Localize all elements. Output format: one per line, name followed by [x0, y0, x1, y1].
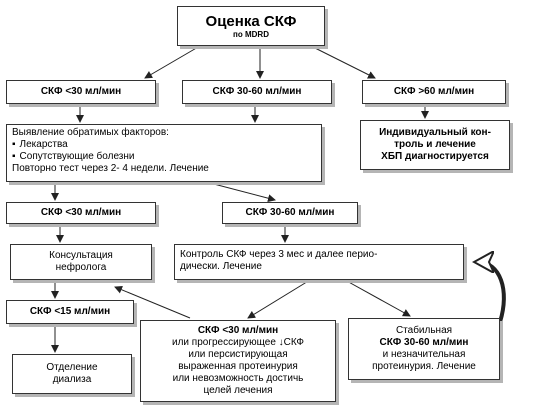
progressive-decline-box: СКФ <30 мл/мин или прогрессирующее ↓СКФ …	[140, 320, 336, 402]
title-main: Оценка СКФ	[205, 12, 297, 30]
gfr-lt30-box-level2: СКФ <30 мл/мин	[6, 202, 156, 224]
progressive-line: целей лечения	[203, 385, 273, 396]
progressive-line: выраженная протеинурия	[178, 361, 298, 372]
control-line: Контроль СКФ через 3 мес и далее перио-	[180, 249, 378, 260]
gfr-control-box: Контроль СКФ через 3 мес и далее перио- …	[174, 244, 464, 280]
gfr-30-60-box-level2: СКФ 30-60 мл/мин	[222, 202, 358, 224]
gfr-lt15-box: СКФ <15 мл/мин	[6, 300, 134, 324]
stable-line4: протеинурия. Лечение	[372, 361, 476, 372]
reversible-footer: Повторно тест через 2- 4 недели. Лечение	[12, 163, 209, 174]
arrow-control-to-stable	[344, 279, 411, 317]
title-sub: по MDRD	[233, 29, 269, 39]
consult-line: нефролога	[55, 262, 107, 273]
gfr-lt15-label: СКФ <15 мл/мин	[29, 306, 111, 317]
title-box: Оценка СКФ по MDRD	[177, 6, 325, 46]
stable-gfr-box: Стабильная СКФ 30-60 мл/мин и незначител…	[348, 318, 500, 380]
individual-control-box: Индивидуальный кон- троль и лечение ХБП …	[360, 120, 510, 170]
dialysis-box: Отделение диализа	[12, 354, 132, 394]
gfr-gt60-label: СКФ >60 мл/мин	[393, 86, 475, 97]
gfr-lt30-box-level1: СКФ <30 мл/мин	[6, 80, 156, 104]
gfr-lt30-label: СКФ <30 мл/мин	[40, 86, 122, 97]
individual-line: Индивидуальный кон-	[379, 127, 491, 138]
dialysis-line: Отделение	[46, 362, 98, 373]
gfr-30-60-label: СКФ 30-60 мл/мин	[245, 207, 335, 218]
gfr-lt30-label: СКФ <30 мл/мин	[40, 207, 122, 218]
gfr-30-60-box-level1: СКФ 30-60 мл/мин	[182, 80, 332, 104]
reversible-heading: Выявление обратимых факторов:	[12, 127, 169, 138]
stable-line1: Стабильная	[395, 325, 453, 336]
arrow-title-to-left	[144, 42, 206, 79]
progressive-line: или прогрессирующее ↓СКФ	[172, 337, 304, 348]
gfr-30-60-label: СКФ 30-60 мл/мин	[212, 86, 302, 97]
gfr-gt60-box: СКФ >60 мл/мин	[362, 80, 506, 104]
arrow-stable-loop-back	[478, 262, 506, 323]
nephrologist-consult-box: Консультация нефролога	[10, 244, 152, 280]
progressive-head: СКФ <30 мл/мин	[197, 325, 279, 336]
individual-line: троль и лечение	[394, 139, 476, 150]
reversible-item: Лекарства	[12, 139, 316, 151]
individual-line: ХБП диагностируется	[381, 151, 489, 162]
consult-line: Консультация	[49, 250, 113, 261]
stable-line3: и незначительная	[382, 349, 466, 360]
arrow-reversible-to-l2mid	[209, 182, 276, 203]
arrow-control-to-progressive	[247, 279, 311, 319]
progressive-line: или невозможность достичь	[172, 373, 304, 384]
arrow-title-to-right	[304, 42, 376, 79]
dialysis-line: диализа	[52, 374, 92, 385]
stable-line2: СКФ 30-60 мл/мин	[379, 337, 469, 348]
progressive-line: или персистирующая	[188, 349, 288, 360]
reversible-item: Сопутствующие болезни	[12, 151, 316, 163]
reversible-factors-box: Выявление обратимых факторов: Лекарства …	[6, 124, 322, 182]
control-line: дически. Лечение	[180, 261, 262, 272]
